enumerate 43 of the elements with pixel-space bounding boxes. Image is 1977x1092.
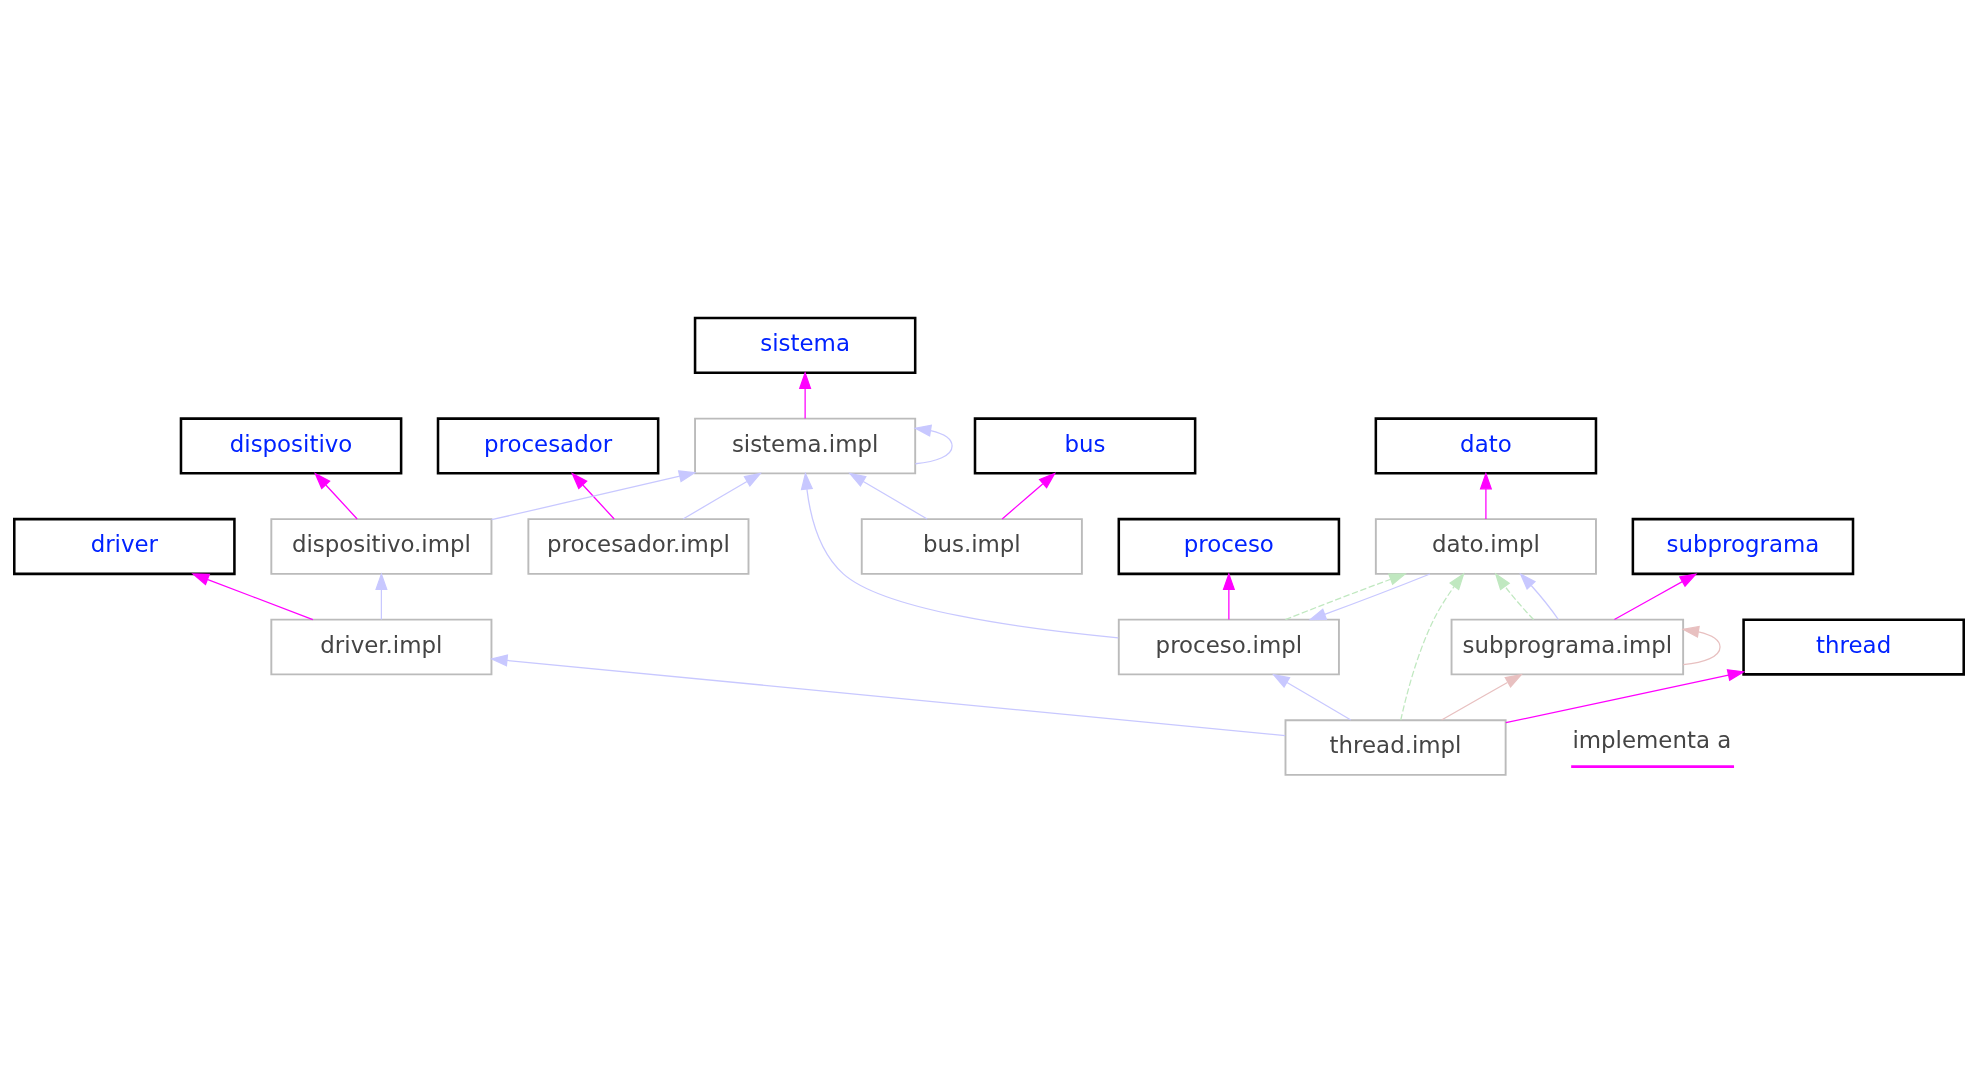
node-box: procesador — [436, 416, 659, 475]
arrow — [1504, 668, 1745, 723]
node-box: driver.impl — [269, 618, 492, 675]
node-box: dato.impl — [1374, 517, 1597, 575]
arrow — [1307, 572, 1431, 620]
node-box: proceso.impl — [1117, 618, 1340, 675]
arrow — [847, 472, 928, 520]
arrow — [570, 471, 615, 520]
node-box: proceso — [1117, 517, 1340, 575]
node-box: dato — [1374, 416, 1597, 475]
legend-label: implementa a — [1571, 726, 1731, 753]
node-box: subprograma.impl — [1450, 618, 1684, 675]
node-box: subprograma — [1631, 517, 1854, 575]
node-box: procesador.impl — [526, 517, 749, 575]
arrow — [1440, 673, 1523, 721]
arrow — [1271, 673, 1351, 721]
arrow — [313, 471, 358, 520]
node-box: thread — [1741, 617, 1965, 676]
node-box: thread.impl — [1284, 718, 1507, 776]
arrow — [489, 653, 1286, 736]
arrow — [1001, 471, 1056, 520]
arrow — [800, 471, 1119, 638]
node-box: dispositivo — [179, 416, 402, 475]
arrow — [490, 469, 697, 520]
arrow — [1222, 571, 1235, 620]
arrow — [1518, 572, 1559, 620]
arrow — [681, 472, 762, 520]
node-box: sistema — [693, 316, 916, 374]
arrow — [1479, 471, 1492, 520]
node-box: dispositivo.impl — [269, 517, 492, 575]
arrow — [912, 423, 953, 464]
arrow — [190, 572, 313, 620]
arrow — [798, 370, 811, 419]
node-box: sistema.impl — [693, 417, 916, 474]
arrow — [1284, 572, 1407, 620]
arrow — [1494, 572, 1534, 620]
arrow — [1613, 572, 1697, 620]
arrow — [1399, 572, 1465, 721]
arrow — [374, 571, 388, 620]
arrow — [1680, 625, 1721, 665]
node-box: bus.impl — [860, 517, 1083, 575]
node-box: driver — [12, 517, 236, 575]
node-box: bus — [973, 416, 1196, 475]
